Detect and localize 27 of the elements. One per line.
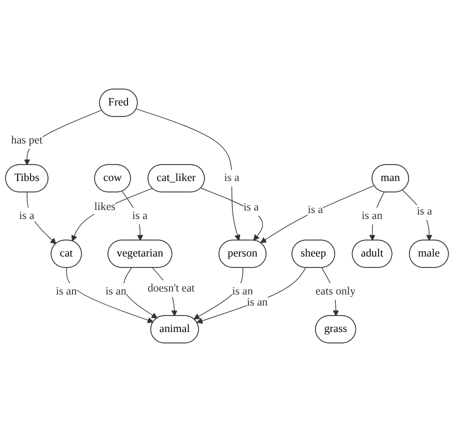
edge-label: likes xyxy=(94,200,116,213)
edge-label: is a xyxy=(224,172,240,184)
edge-label: is an xyxy=(232,285,253,298)
edge-label: is an xyxy=(56,285,77,298)
edge-label: is an xyxy=(362,210,382,222)
edge-label: is a xyxy=(243,201,259,214)
arrow xyxy=(122,190,144,241)
arrow xyxy=(369,192,384,241)
edge-label: eats only xyxy=(316,285,356,298)
edge-label: is a xyxy=(19,210,34,222)
edge-label: has pet xyxy=(11,134,42,146)
arrow xyxy=(194,267,244,320)
edge-label: is a xyxy=(132,210,148,222)
arrow xyxy=(71,188,153,242)
edge-label: is an xyxy=(246,296,268,308)
arrow xyxy=(66,267,154,324)
edge-label: doesn't eat xyxy=(148,282,195,294)
arrow xyxy=(123,267,158,318)
edge-label: is a xyxy=(416,205,432,218)
arrow xyxy=(196,267,306,324)
arrow xyxy=(26,192,56,244)
arrow xyxy=(136,108,240,241)
edge-label: is a xyxy=(308,204,323,216)
arrow xyxy=(402,190,432,241)
arrow xyxy=(200,188,263,241)
edge-label: is an xyxy=(106,285,126,298)
arrow xyxy=(260,185,375,244)
